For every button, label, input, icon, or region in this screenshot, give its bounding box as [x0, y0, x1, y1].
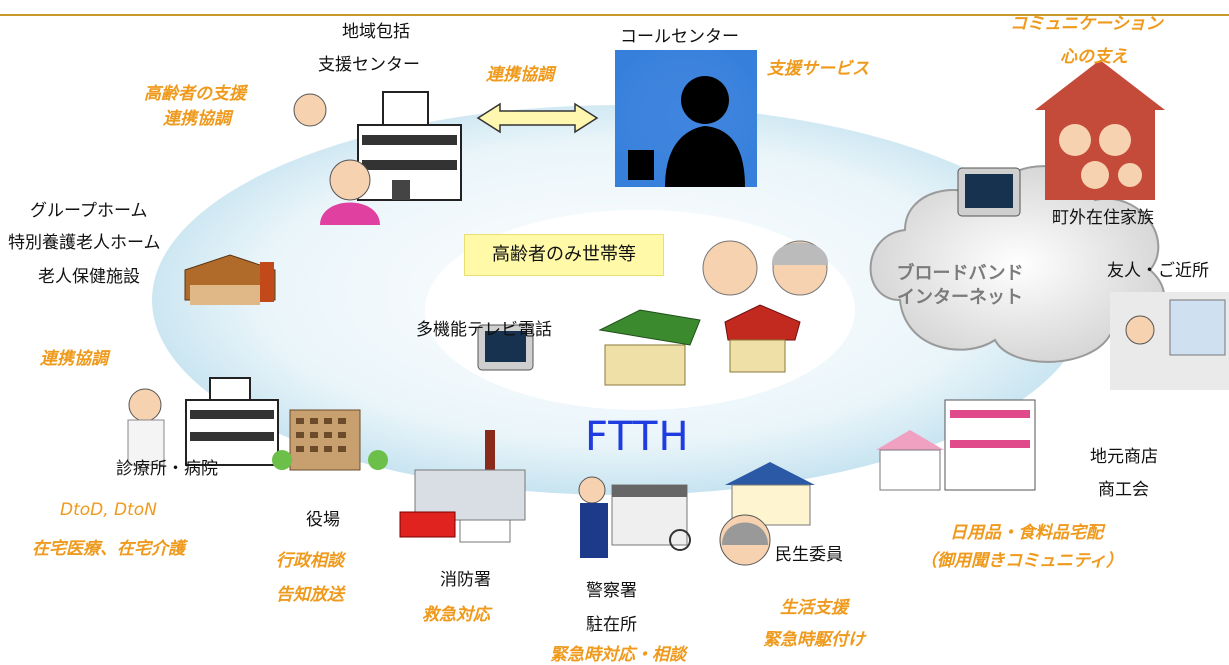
- clinic-caption-2: 在宅医療、在宅介護: [32, 539, 185, 559]
- tv-icon: [477, 324, 534, 371]
- header-rule: [0, 0, 1229, 16]
- cloud-label-1: ブロードバンド: [896, 263, 1024, 284]
- group-home-label-2: 特別養護老人ホーム: [8, 233, 161, 253]
- hub-label: 高齢者のみ世帯等: [464, 234, 664, 276]
- cloud-tv-icon: [957, 167, 1021, 217]
- fire-station-caption: 救急対応: [422, 605, 490, 625]
- shops-label-1: 地元商店: [1090, 447, 1158, 467]
- link-caption: 連携協調: [486, 65, 554, 85]
- support-center-caption-1: 高齢者の支援: [144, 84, 246, 104]
- shops-caption-1: 日用品・食料品宅配: [950, 523, 1103, 543]
- group-home-label-1: グループホーム: [30, 201, 148, 221]
- remote-family-label: 町外在住家族: [1052, 208, 1154, 228]
- police-icon: [578, 476, 691, 558]
- welfare-caption-1: 生活支援: [780, 598, 848, 618]
- friends-label: 友人・ご近所: [1107, 261, 1209, 281]
- clinic-label: 診療所・病院: [116, 459, 218, 479]
- fire-station-icon: [399, 430, 526, 543]
- clinic-icon: [127, 377, 279, 466]
- police-label-1: 警察署: [586, 581, 637, 601]
- call-center-caption: 支援サービス: [767, 59, 869, 79]
- remote-family-caption-2: 心の支え: [1060, 47, 1128, 67]
- group-home-label-3: 老人保健施設: [38, 267, 140, 287]
- group-home-icon: [184, 254, 276, 305]
- police-caption: 緊急時対応・相談: [550, 645, 686, 665]
- town-office-caption-1: 行政相談: [276, 551, 344, 571]
- shops-label-2: 商工会: [1098, 480, 1149, 500]
- welfare-icon: [719, 462, 815, 566]
- family-house-icon: [1035, 60, 1165, 200]
- cloud-label-2: インターネット: [897, 287, 1023, 308]
- clinic-caption-1: DtoD, DtoN: [60, 500, 157, 520]
- link-arrow: [476, 102, 599, 134]
- police-label-2: 駐在所: [586, 615, 637, 635]
- welfare-caption-2: 緊急時駆付け: [763, 630, 865, 650]
- call-center-label: コールセンター: [620, 27, 739, 47]
- elderly-faces-icon: [702, 240, 829, 296]
- elderly-houses-icon: [598, 304, 801, 386]
- support-center-label-1: 地域包括: [342, 22, 410, 42]
- fire-station-label: 消防署: [440, 570, 491, 590]
- shops-caption-2: （御用聞きコミュニティ）: [920, 551, 1123, 571]
- town-office-icon: [272, 409, 388, 471]
- support-center-label-2: 支援センター: [318, 55, 420, 75]
- town-office-caption-2: 告知放送: [276, 585, 344, 605]
- welfare-label: 民生委員: [775, 545, 843, 565]
- operator-silhouette-icon: [615, 50, 757, 187]
- network-label: FTTH: [585, 414, 690, 460]
- broadband-cloud: [869, 165, 1166, 363]
- support-center-icon: [293, 91, 462, 225]
- videophone-label: 多機能テレビ電話: [416, 320, 552, 340]
- shops-icon: [876, 399, 1036, 491]
- group-home-caption: 連携協調: [40, 349, 108, 369]
- town-office-label: 役場: [306, 510, 340, 530]
- remote-family-caption-1: コミュニケーション: [1010, 14, 1163, 34]
- friend-videocall-icon: [1110, 292, 1229, 390]
- support-center-caption-2: 連携協調: [163, 109, 231, 129]
